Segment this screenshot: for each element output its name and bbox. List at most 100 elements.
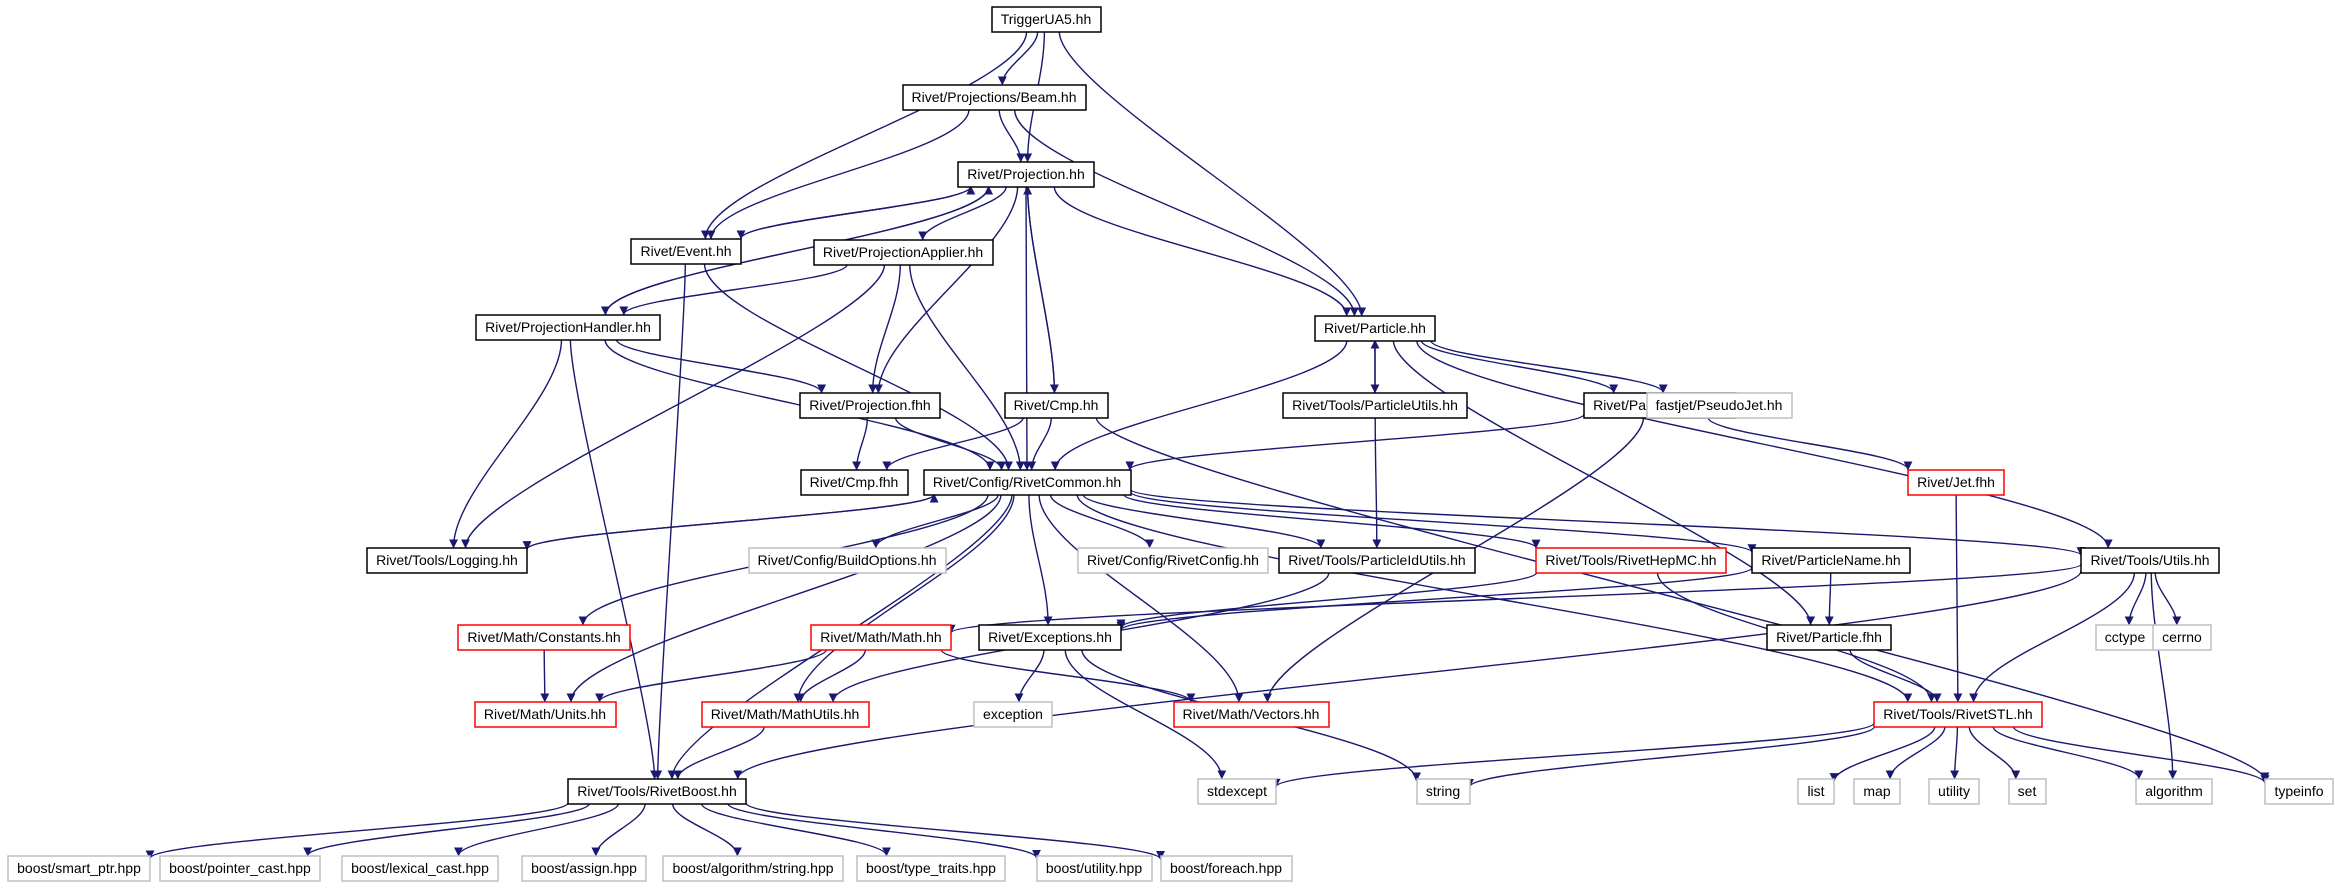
file-node-n4[interactable]: Rivet/ProjectionApplier.hh (813, 239, 994, 266)
dependency-edge (1129, 488, 2086, 557)
file-node-label: Rivet/ParticleName.hh (1761, 552, 1900, 568)
file-node-n15[interactable]: Rivet/Tools/Logging.hh (366, 547, 528, 574)
dependency-edge (1064, 649, 1227, 780)
file-node-n17[interactable]: Rivet/Config/RivetConfig.hh (1077, 547, 1269, 574)
file-node-n42[interactable]: boost/smart_ptr.hpp (7, 855, 151, 882)
file-node-label: cerrno (2162, 629, 2202, 645)
file-node-n44[interactable]: boost/lexical_cast.hpp (341, 855, 499, 882)
file-node-n38[interactable]: utility (1928, 778, 1980, 805)
dependency-edge (1038, 494, 1244, 703)
file-node-n43[interactable]: boost/pointer_cast.hpp (159, 855, 321, 882)
file-node-n7[interactable]: Rivet/Projection.fhh (799, 392, 941, 419)
file-node-n37[interactable]: map (1853, 778, 1901, 805)
file-node-n24[interactable]: Rivet/Exceptions.hh (978, 624, 1122, 651)
file-node-n33[interactable]: Rivet/Tools/RivetBoost.hh (567, 778, 747, 805)
file-node-box (1853, 778, 1901, 805)
file-node-n9[interactable]: Rivet/Tools/ParticleUtils.hh (1282, 392, 1468, 419)
file-node-n23[interactable]: Rivet/Math/Math.hh (810, 624, 952, 651)
file-node-label: Rivet/Math/Constants.hh (467, 629, 620, 645)
file-node-box (978, 624, 1122, 651)
file-node-label: boost/pointer_cast.hpp (169, 860, 311, 876)
file-node-label: boost/utility.hpp (1046, 860, 1142, 876)
file-node-box (2008, 778, 2047, 805)
file-node-n6[interactable]: Rivet/ProjectionHandler.hh (475, 314, 661, 341)
dependency-edge (1707, 417, 1913, 471)
file-node-label: boost/assign.hpp (531, 860, 637, 876)
file-node-label: Rivet/Particle.fhh (1776, 629, 1882, 645)
file-node-label: stdexcept (1207, 783, 1267, 799)
file-node-box (1160, 855, 1293, 882)
dependency-edge (1969, 572, 2136, 703)
dependency-edge (796, 649, 867, 703)
file-node-label: exception (983, 706, 1043, 722)
file-node-box (2152, 624, 2212, 651)
file-node-n22[interactable]: Rivet/Math/Constants.hh (457, 624, 631, 651)
file-node-label: string (1426, 783, 1460, 799)
file-node-n21[interactable]: Rivet/Tools/Utils.hh (2080, 547, 2220, 574)
dependency-edge (2154, 572, 2182, 626)
file-node-n31[interactable]: Rivet/Math/Vectors.hh (1173, 701, 1330, 728)
file-node-label: Rivet/Tools/Logging.hh (376, 552, 518, 568)
file-node-box (2135, 778, 2213, 805)
file-node-n20[interactable]: Rivet/ParticleName.hh (1751, 547, 1911, 574)
file-node-n16[interactable]: Rivet/Config/BuildOptions.hh (748, 547, 947, 574)
file-node-n18[interactable]: Rivet/Tools/ParticleIdUtils.hh (1278, 547, 1476, 574)
file-node-box (1928, 778, 1980, 805)
file-node-n40[interactable]: algorithm (2135, 778, 2213, 805)
file-node-n36[interactable]: list (1797, 778, 1835, 805)
file-node-label: Rivet/Particle.hh (1324, 320, 1426, 336)
file-node-box (457, 624, 631, 651)
file-node-label: algorithm (2145, 783, 2203, 799)
dependency-edge (727, 802, 1041, 859)
dependency-edge (1023, 185, 1056, 393)
file-node-n14[interactable]: Rivet/Jet.fhh (1907, 469, 2005, 496)
file-node-n26[interactable]: cerrno (2152, 624, 2212, 651)
file-node-box (2264, 778, 2334, 805)
file-node-n5[interactable]: Rivet/Particle.hh (1314, 315, 1436, 342)
file-node-label: Rivet/Math/Math.hh (820, 629, 941, 645)
file-node-n35[interactable]: string (1416, 778, 1471, 805)
file-node-n3[interactable]: Rivet/Event.hh (630, 238, 742, 265)
file-node-box (7, 855, 151, 882)
file-node-box (973, 701, 1053, 728)
file-node-n12[interactable]: Rivet/Cmp.fhh (800, 469, 909, 496)
file-node-n29[interactable]: Rivet/Math/MathUtils.hh (701, 701, 870, 728)
file-node-n25[interactable]: cctype (2095, 624, 2156, 651)
file-node-n8[interactable]: Rivet/Cmp.hh (1004, 392, 1109, 419)
file-node-n49[interactable]: boost/foreach.hpp (1160, 855, 1293, 882)
dependency-edge (569, 339, 660, 780)
dependency-edge (1416, 340, 2113, 549)
file-node-n19[interactable]: Rivet/Tools/RivetHepMC.hh (1535, 547, 1727, 574)
file-node-n39[interactable]: set (2008, 778, 2047, 805)
dependency-edge (700, 803, 891, 857)
file-node-n46[interactable]: boost/algorithm/string.hpp (662, 855, 844, 882)
file-node-n27[interactable]: Rivet/Particle.fhh (1766, 624, 1892, 651)
file-node-n28[interactable]: Rivet/Math/Units.hh (474, 701, 617, 728)
dependency-edge (566, 494, 1002, 703)
file-node-n11[interactable]: fastjet/PseudoJet.hh (1646, 392, 1793, 419)
dependency-edge (745, 802, 1165, 860)
file-node-label: boost/algorithm/string.hpp (672, 860, 833, 876)
dependency-edge (706, 109, 970, 240)
file-node-n47[interactable]: boost/type_traits.hpp (856, 855, 1006, 882)
file-node-n41[interactable]: typeinfo (2264, 778, 2334, 805)
file-node-label: fastjet/PseudoJet.hh (1656, 397, 1783, 413)
dependency-edge (1014, 649, 1045, 703)
dependency-edge (1058, 31, 1367, 317)
file-node-box (748, 547, 947, 574)
file-node-n34[interactable]: stdexcept (1197, 778, 1277, 805)
dependency-edge (852, 417, 869, 471)
file-node-n13[interactable]: Rivet/Config/RivetCommon.hh (923, 469, 1132, 496)
file-node-n1[interactable]: Rivet/Projections/Beam.hh (902, 84, 1087, 111)
file-node-n45[interactable]: boost/assign.hpp (521, 855, 647, 882)
dependency-edge (1420, 340, 1619, 394)
file-node-n0[interactable]: TriggerUA5.hh (991, 6, 1102, 33)
file-node-box (1004, 392, 1109, 419)
dependency-edge (526, 493, 939, 550)
file-node-n2[interactable]: Rivet/Projection.hh (957, 161, 1095, 188)
file-node-n30[interactable]: exception (973, 701, 1053, 728)
file-node-label: Rivet/Math/MathUtils.hh (711, 706, 860, 722)
file-node-n48[interactable]: boost/utility.hpp (1036, 855, 1153, 882)
file-node-n32[interactable]: Rivet/Tools/RivetSTL.hh (1873, 701, 2043, 728)
dependency-edge (1824, 572, 1834, 626)
